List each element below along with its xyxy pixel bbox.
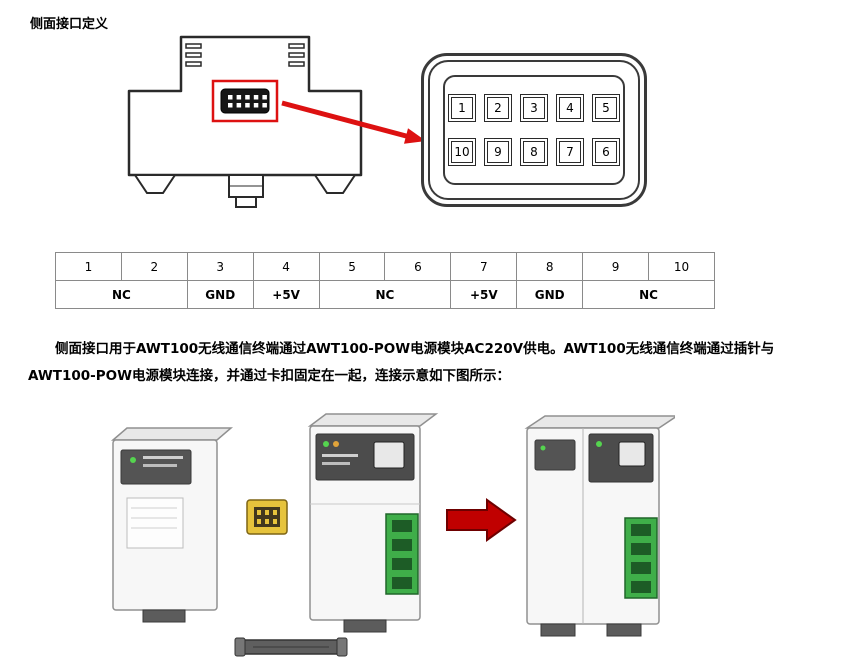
pin-header-cell: 8 xyxy=(516,252,584,281)
pin-header-cell: 6 xyxy=(384,252,452,281)
pin-assignment-cell: GND xyxy=(516,280,584,309)
assembly-arrow xyxy=(446,498,517,542)
pin-box-7: 7 xyxy=(556,138,584,167)
pin-header-cell: 5 xyxy=(318,252,386,281)
pin-box-8: 8 xyxy=(520,138,548,167)
pin-box-5: 5 xyxy=(592,93,620,122)
pin-number: 7 xyxy=(559,141,581,164)
status-led xyxy=(596,441,602,447)
pin-assignment-table: 1 2 3 4 5 6 7 8 9 10 NC GND +5V NC +5V G… xyxy=(55,252,715,309)
pin-header-cell: 2 xyxy=(120,252,188,281)
terminal-block xyxy=(624,517,658,599)
pin-header-cell: 10 xyxy=(648,252,715,281)
pin-number-row: 1 2 3 4 5 6 7 8 9 10 xyxy=(55,252,715,281)
pin-header-cell: 9 xyxy=(582,252,650,281)
description-paragraph: 侧面接口用于AWT100无线通信终端通过AWT100-POW电源模块AC220V… xyxy=(28,341,775,384)
pin-box-6: 6 xyxy=(592,138,620,167)
assembled-modules xyxy=(524,415,675,637)
pin-box-2: 2 xyxy=(484,93,512,122)
section-heading: 侧面接口定义 xyxy=(30,17,109,32)
pin-number: 4 xyxy=(559,96,581,119)
pin-box-10: 10 xyxy=(448,138,476,167)
status-led xyxy=(323,441,329,447)
pin-number: 9 xyxy=(487,141,509,164)
pin-row-bottom: 10 9 8 7 6 xyxy=(448,138,620,167)
network-port xyxy=(618,441,646,467)
pin-assignment-cell: NC xyxy=(582,280,715,309)
pin-box-1: 1 xyxy=(448,93,476,122)
din-clip xyxy=(228,174,264,208)
pin-number: 3 xyxy=(523,96,545,119)
pin-header-cell: 1 xyxy=(55,252,122,281)
pin-number: 10 xyxy=(451,141,473,164)
pin-box-4: 4 xyxy=(556,93,584,122)
pin-box-9: 9 xyxy=(484,138,512,167)
pin-assignment-cell: GND xyxy=(186,280,254,309)
connector-pinout: 1 2 3 4 5 10 9 8 7 6 xyxy=(421,53,647,207)
pin-assignment-cell: NC xyxy=(318,280,452,309)
assembly-illustration xyxy=(110,413,675,657)
pin-header-cell: 4 xyxy=(252,252,320,281)
terminal-block xyxy=(385,513,419,595)
pin-connector xyxy=(246,499,288,535)
connector-highlight-box xyxy=(211,79,279,123)
power-module xyxy=(110,427,234,623)
pin-panel: 1 2 3 4 5 10 9 8 7 6 xyxy=(443,75,625,185)
pin-header-cell: 3 xyxy=(186,252,254,281)
mounting-feet xyxy=(133,174,357,194)
communication-terminal xyxy=(307,413,439,633)
network-port xyxy=(373,441,405,469)
pin-number: 2 xyxy=(487,96,509,119)
pin-number: 6 xyxy=(595,141,617,164)
connector-pinout-inner: 1 2 3 4 5 10 9 8 7 6 xyxy=(428,60,640,200)
pin-row-top: 1 2 3 4 5 xyxy=(448,93,620,122)
pin-assignment-cell: NC xyxy=(55,280,188,309)
mounting-clip xyxy=(234,637,348,657)
callout-arrow xyxy=(281,100,426,144)
pin-header-cell: 7 xyxy=(450,252,518,281)
pin-assignment-row: NC GND +5V NC +5V GND NC xyxy=(55,280,715,309)
vent-slits xyxy=(185,43,305,67)
pin-number: 8 xyxy=(523,141,545,164)
pin-number: 1 xyxy=(451,96,473,119)
pin-number: 5 xyxy=(595,96,617,119)
device-front-illustration xyxy=(127,35,363,208)
side-connector xyxy=(220,88,270,114)
status-led xyxy=(130,457,136,463)
pin-assignment-cell: +5V xyxy=(450,280,518,309)
pin-box-3: 3 xyxy=(520,93,548,122)
pin-assignment-cell: +5V xyxy=(252,280,320,309)
